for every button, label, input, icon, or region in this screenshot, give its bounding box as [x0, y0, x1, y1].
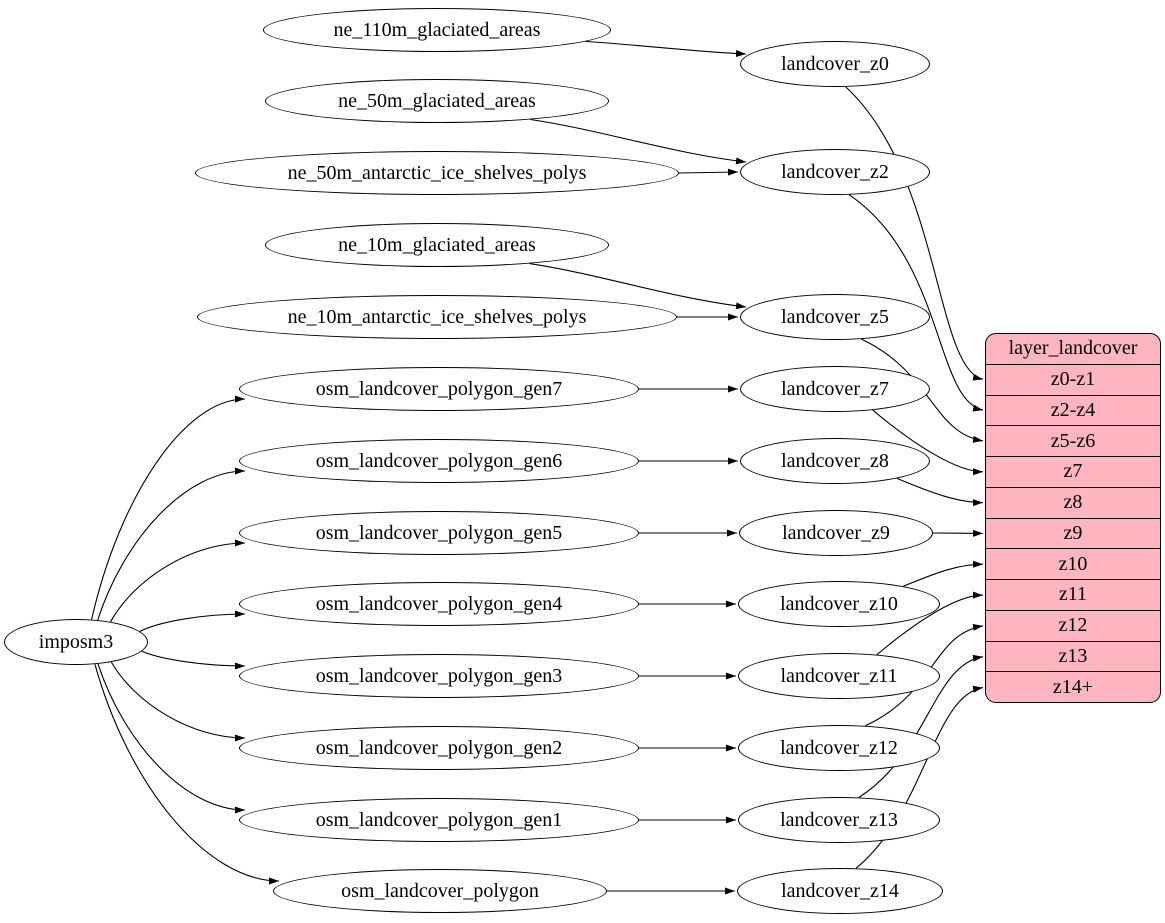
record-row-z11: z11 — [986, 579, 1160, 610]
record-row-label: z13 — [1058, 644, 1088, 667]
record-row-z5-z6: z5-z6 — [986, 425, 1160, 456]
node-label: landcover_z9 — [782, 521, 890, 544]
node-label: osm_landcover_polygon_gen1 — [315, 808, 563, 831]
node-label: ne_110m_glaciated_areas — [333, 18, 541, 41]
node-label: landcover_z5 — [781, 305, 889, 328]
edge-landcover_z8-to-row-z8 — [896, 477, 984, 507]
node-label: landcover_z12 — [780, 736, 898, 759]
edge-landcover_z13-to-row-z13 — [858, 654, 984, 798]
node-osm-landcover-polygon-gen6: osm_landcover_polygon_gen6 — [239, 439, 639, 483]
node-osm-landcover-polygon-gen7: osm_landcover_polygon_gen7 — [239, 367, 639, 411]
node-label: osm_landcover_polygon_gen6 — [315, 449, 563, 472]
node-landcover-z8: landcover_z8 — [740, 438, 930, 484]
record-row-z12: z12 — [986, 609, 1160, 641]
record-row-label: z12 — [1058, 614, 1088, 637]
node-osm-landcover-polygon-gen4: osm_landcover_polygon_gen4 — [239, 582, 639, 626]
edge-imposm3-to-osm_landcover_polygon_gen1 — [97, 663, 246, 814]
node-label: imposm3 — [38, 630, 114, 653]
node-label: landcover_z7 — [781, 377, 889, 400]
node-landcover-z2: landcover_z2 — [740, 149, 930, 195]
record-title: layer_landcover — [986, 334, 1160, 364]
edge-landcover_z14-to-row-z14plus — [855, 685, 984, 869]
node-label: osm_landcover_polygon_gen7 — [315, 377, 563, 400]
node-label: landcover_z0 — [781, 52, 889, 75]
node-label: ne_50m_antarctic_ice_shelves_polys — [287, 161, 587, 184]
node-landcover-z9: landcover_z9 — [739, 510, 933, 556]
edge-imposm3-to-osm_landcover_polygon_gen6 — [97, 467, 246, 621]
node-ne-50m-antarctic-ice-shelves-polys: ne_50m_antarctic_ice_shelves_polys — [195, 151, 679, 195]
record-row-label: z7 — [1063, 460, 1083, 483]
record-row-z10: z10 — [986, 548, 1160, 579]
edge-imposm3-to-osm_landcover_polygon_gen5 — [110, 539, 246, 623]
node-landcover-z12: landcover_z12 — [738, 725, 940, 771]
record-row-label: z10 — [1058, 552, 1088, 575]
node-label: ne_10m_glaciated_areas — [338, 233, 536, 256]
edge-landcover_z0-to-row-z0-z1 — [845, 86, 984, 381]
node-osm-landcover-polygon-gen5: osm_landcover_polygon_gen5 — [239, 511, 639, 555]
node-label: ne_10m_antarctic_ice_shelves_polys — [287, 305, 587, 328]
node-label: landcover_z13 — [780, 808, 898, 831]
record-row-z14plus: z14+ — [986, 671, 1160, 702]
node-landcover-z10: landcover_z10 — [738, 581, 940, 627]
record-row-z13: z13 — [986, 640, 1160, 672]
record-row-label: z0-z1 — [1050, 368, 1096, 391]
edge-ne_50m_glaciated_areas-to-landcover_z2 — [530, 118, 747, 165]
node-osm-landcover-polygon: osm_landcover_polygon — [273, 869, 607, 913]
record-row-label: z5-z6 — [1050, 429, 1096, 452]
node-label: osm_landcover_polygon — [341, 879, 539, 902]
record-title-label: layer_landcover — [1008, 337, 1138, 360]
record-row-label: z8 — [1063, 491, 1083, 514]
record-row-label: z2-z4 — [1050, 398, 1096, 421]
node-label: osm_landcover_polygon_gen3 — [315, 664, 563, 687]
node-landcover-z13: landcover_z13 — [738, 797, 940, 843]
node-label: landcover_z10 — [780, 592, 898, 615]
node-label: osm_landcover_polygon_gen5 — [315, 521, 563, 544]
node-label: ne_50m_glaciated_areas — [338, 89, 536, 112]
node-label: landcover_z8 — [781, 449, 889, 472]
record-row-z0-z1: z0-z1 — [986, 363, 1160, 395]
edge-imposm3-to-osm_landcover_polygon_gen2 — [110, 661, 246, 742]
edge-landcover_z7-to-row-z7 — [872, 409, 984, 476]
node-osm-landcover-polygon-gen1: osm_landcover_polygon_gen1 — [239, 798, 639, 842]
node-landcover-z5: landcover_z5 — [740, 294, 930, 340]
node-osm-landcover-polygon-gen3: osm_landcover_polygon_gen3 — [239, 654, 639, 698]
record-row-label: z11 — [1058, 583, 1088, 606]
node-imposm3: imposm3 — [4, 619, 148, 665]
record-row-label: z9 — [1063, 521, 1083, 544]
node-label: landcover_z11 — [780, 664, 898, 687]
record-row-label: z14+ — [1052, 675, 1094, 698]
edge-landcover_z10-to-row-z10 — [903, 560, 984, 587]
node-landcover-z11: landcover_z11 — [738, 653, 940, 699]
node-osm-landcover-polygon-gen2: osm_landcover_polygon_gen2 — [239, 726, 639, 770]
record-row-z9: z9 — [986, 517, 1160, 549]
edge-landcover_z11-to-row-z11 — [876, 591, 984, 656]
edge-imposm3-to-osm_landcover_polygon_gen4 — [139, 610, 246, 632]
edge-imposm3-to-osm_landcover_polygon_gen3 — [141, 650, 246, 670]
layer-landcover-record: layer_landcover z0-z1 z2-z4 z5-z6 z7 z8 … — [985, 333, 1161, 703]
node-label: osm_landcover_polygon_gen2 — [315, 736, 563, 759]
node-ne-50m-glaciated-areas: ne_50m_glaciated_areas — [265, 79, 609, 123]
node-landcover-z14: landcover_z14 — [737, 868, 943, 914]
node-label: landcover_z2 — [781, 160, 889, 183]
node-label: landcover_z14 — [781, 879, 899, 902]
node-landcover-z7: landcover_z7 — [740, 366, 930, 412]
edge-ne_110m_glaciated_areas-to-landcover_z0 — [585, 40, 747, 58]
record-row-z7: z7 — [986, 456, 1160, 487]
node-ne-110m-glaciated-areas: ne_110m_glaciated_areas — [263, 8, 611, 52]
record-row-z8: z8 — [986, 486, 1160, 518]
edge-imposm3-to-osm_landcover_polygon — [94, 664, 280, 885]
edge-ne_50m_antarctic_ice_shelves_polys-to-landcover_z2 — [678, 168, 739, 176]
node-ne-10m-glaciated-areas: ne_10m_glaciated_areas — [265, 223, 609, 267]
edge-landcover_z2-to-row-z2-z4 — [848, 194, 984, 412]
edge-landcover_z5-to-row-z5-z6 — [861, 338, 984, 443]
node-label: osm_landcover_polygon_gen4 — [315, 592, 563, 615]
node-ne-10m-antarctic-ice-shelves-polys: ne_10m_antarctic_ice_shelves_polys — [197, 295, 677, 339]
record-row-z2-z4: z2-z4 — [986, 394, 1160, 426]
edge-imposm3-to-osm_landcover_polygon_gen7 — [91, 395, 246, 620]
edge-ne_10m_glaciated_areas-to-landcover_z5 — [529, 263, 747, 310]
node-landcover-z0: landcover_z0 — [740, 41, 930, 87]
